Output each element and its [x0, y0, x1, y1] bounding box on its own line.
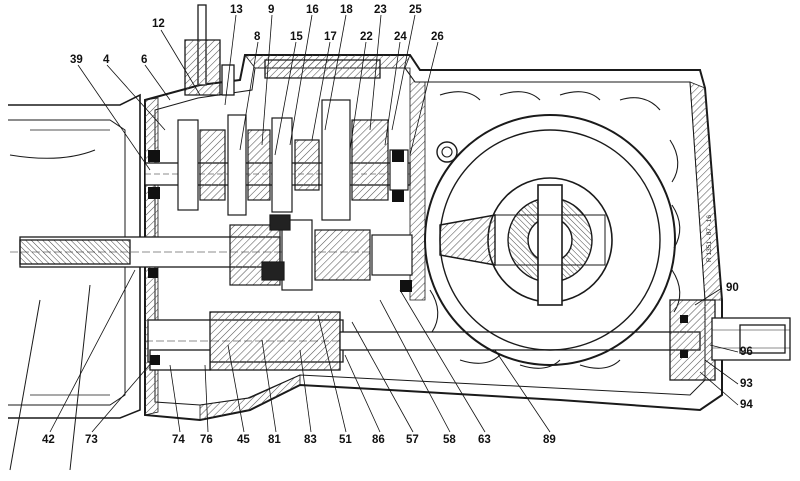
callout-39: 39 — [70, 54, 83, 66]
callout-45: 45 — [237, 434, 250, 446]
callout-leader-lines — [49, 14, 739, 433]
callout-13: 13 — [230, 4, 243, 16]
drawing-reference: R 1351 - 87 - 16 — [706, 215, 713, 262]
callout-83: 83 — [304, 434, 317, 446]
callout-4: 4 — [103, 54, 110, 66]
callout-16: 16 — [306, 4, 319, 16]
callout-42: 42 — [42, 434, 55, 446]
callout-58: 58 — [443, 434, 456, 446]
callout-76: 76 — [200, 434, 213, 446]
callout-63: 63 — [478, 434, 491, 446]
callout-51: 51 — [339, 434, 352, 446]
callout-93: 93 — [740, 378, 753, 390]
callout-73: 73 — [85, 434, 98, 446]
callout-24: 24 — [394, 31, 407, 43]
callout-89: 89 — [543, 434, 556, 446]
callout-12: 12 — [152, 18, 165, 30]
callout-22: 22 — [360, 31, 373, 43]
callout-26: 26 — [431, 31, 444, 43]
output-flange — [669, 299, 791, 381]
callout-18: 18 — [340, 4, 353, 16]
callout-23: 23 — [374, 4, 387, 16]
callout-15: 15 — [290, 31, 303, 43]
clutch-housing — [8, 93, 141, 471]
callout-25: 25 — [409, 4, 422, 16]
countershaft — [145, 311, 701, 371]
callout-57: 57 — [406, 434, 419, 446]
gear-stack-lower — [229, 214, 413, 291]
callout-86: 86 — [372, 434, 385, 446]
callout-9: 9 — [268, 4, 275, 16]
callout-94: 94 — [740, 399, 753, 411]
callout-17: 17 — [324, 31, 337, 43]
callout-90: 90 — [726, 282, 739, 294]
callout-8: 8 — [254, 31, 261, 43]
callout-6: 6 — [141, 54, 148, 66]
callout-74: 74 — [172, 434, 185, 446]
callout-96: 96 — [740, 346, 753, 358]
differential — [424, 114, 676, 366]
gear-stack-upper — [177, 99, 409, 221]
bearings — [148, 150, 688, 365]
shift-linkage — [184, 4, 381, 96]
casing-ribs — [429, 91, 681, 369]
callout-81: 81 — [268, 434, 281, 446]
